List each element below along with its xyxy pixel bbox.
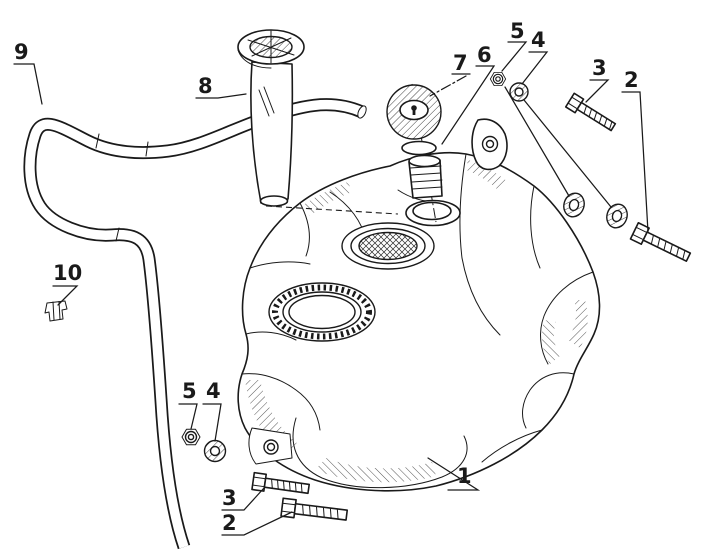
bolt-long-right bbox=[629, 221, 692, 263]
grommet-lower bbox=[606, 203, 628, 229]
tank-contour bbox=[459, 153, 501, 336]
cap-rim bbox=[237, 49, 272, 69]
filler-tube-vent-slot bbox=[258, 86, 275, 117]
bolt-bottom-upper bbox=[251, 471, 311, 495]
leader-4-bottom bbox=[202, 403, 222, 442]
cap-gasket-ring bbox=[401, 140, 437, 156]
tank-contour bbox=[241, 373, 321, 431]
nut-bottom bbox=[181, 428, 201, 446]
leader-1 bbox=[427, 457, 481, 491]
leader-8 bbox=[195, 93, 247, 99]
leader-2-bottom bbox=[221, 511, 293, 536]
gauge-opening bbox=[341, 222, 435, 270]
filler-tube-mouth bbox=[259, 195, 289, 207]
tank-contour bbox=[245, 331, 297, 341]
tank-shading bbox=[466, 160, 508, 192]
grommet-upper bbox=[563, 192, 585, 218]
filler-tube bbox=[237, 29, 305, 207]
tank-shading bbox=[315, 458, 436, 483]
pump-opening bbox=[268, 282, 376, 342]
leader-9 bbox=[13, 63, 43, 105]
fuel-tank bbox=[237, 118, 601, 492]
tank-shading bbox=[542, 320, 560, 364]
leader-4-top bbox=[521, 51, 549, 85]
hose-clip bbox=[44, 300, 68, 322]
leader-3-top bbox=[585, 79, 610, 103]
washer-top bbox=[509, 82, 529, 102]
tank-contour bbox=[522, 372, 575, 429]
leader-10 bbox=[52, 285, 79, 306]
fuel-vent-hose bbox=[23, 98, 367, 550]
leader-5-to-grommet bbox=[504, 86, 570, 197]
tank-shading bbox=[302, 182, 352, 216]
tank-sump bbox=[292, 417, 468, 489]
tank-contour bbox=[530, 185, 541, 269]
leader-lines bbox=[13, 41, 649, 536]
keyhole-icon bbox=[411, 105, 417, 115]
tank-contour bbox=[249, 261, 311, 269]
tank-outline bbox=[237, 151, 601, 492]
leader-4-to-grommet bbox=[523, 99, 612, 208]
bolt-bottom-lower bbox=[280, 497, 349, 521]
cap-grip-lines bbox=[247, 30, 295, 64]
leader-7-centerline bbox=[429, 75, 467, 97]
leader-2-top bbox=[621, 91, 649, 233]
assembly-guide-line bbox=[265, 205, 399, 215]
tank-contour bbox=[299, 202, 310, 257]
filler-tube-body bbox=[250, 61, 294, 204]
mount-ear bbox=[248, 427, 293, 465]
leader-3-bottom bbox=[221, 487, 265, 511]
fasteners bbox=[44, 71, 692, 521]
mount-bracket bbox=[471, 118, 508, 171]
filler-mouth bbox=[412, 201, 452, 221]
hose-joint-marks bbox=[95, 133, 149, 242]
hose-open-end bbox=[357, 105, 367, 119]
bolt-short-top bbox=[564, 92, 617, 132]
fuel-cap-assembly bbox=[386, 83, 443, 223]
tank-contour bbox=[540, 271, 594, 365]
leader-5-bottom bbox=[178, 403, 198, 430]
washer-bottom bbox=[203, 439, 227, 463]
nut-top bbox=[489, 71, 507, 87]
leader-5-top bbox=[501, 41, 528, 72]
threaded-collar bbox=[408, 154, 443, 199]
tank-contour bbox=[481, 429, 543, 463]
leader-6 bbox=[441, 65, 496, 145]
tank-shading bbox=[568, 300, 588, 348]
